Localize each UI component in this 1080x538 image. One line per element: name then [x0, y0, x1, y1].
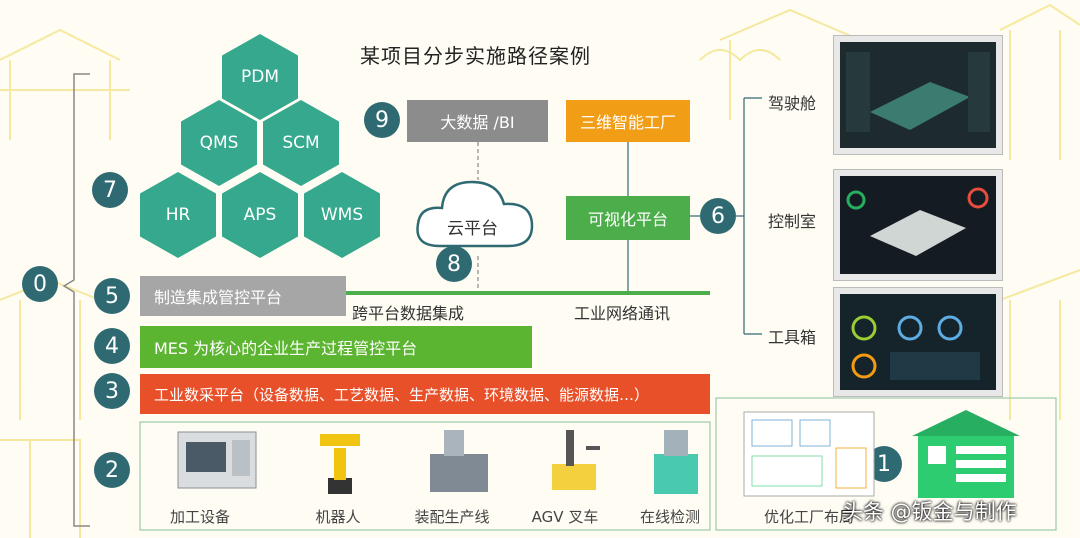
cloud-platform-label: 云平台 [447, 219, 498, 239]
step-9-badge: 9 [364, 102, 400, 138]
step-6-badge: 6 [700, 198, 736, 234]
step-3-badge: 3 [94, 373, 130, 409]
machining-equipment-image [177, 431, 257, 489]
cockpit-screen-image [840, 42, 996, 148]
step-5-badge: 5 [94, 278, 130, 314]
smart-factory-house-image [912, 410, 1020, 498]
toolbox-label: 工具箱 [768, 328, 817, 347]
bigdata-bi-box: 大数据 /BI [407, 100, 548, 142]
toolbox-screen [834, 288, 1002, 396]
toolbox-screen-image [840, 294, 996, 390]
robot-image [320, 434, 360, 494]
step-2-badge: 2 [94, 452, 130, 488]
cross-platform-label: 跨平台数据集成 [352, 304, 465, 323]
agv-forklift-image [552, 430, 600, 490]
data-collection-bar: 工业数采平台（设备数据、工艺数据、生产数据、环境数据、能源数据…） [140, 374, 710, 414]
step-4-badge: 4 [94, 328, 130, 364]
step-0-badge: 0 [22, 266, 58, 302]
left-bracket [62, 73, 90, 527]
cloud-shape [416, 180, 534, 248]
3d-factory-box: 三维智能工厂 [566, 100, 690, 142]
step-7-badge: 7 [92, 172, 128, 208]
hex-qms: QMS [181, 100, 257, 186]
equipment-label-robot: 机器人 [315, 508, 361, 526]
factory-layout-image [743, 411, 875, 497]
control-room-screen [834, 170, 1002, 280]
cockpit-label: 驾驶舱 [768, 94, 817, 113]
optimize-layout-label: 优化工厂布局 [764, 508, 855, 526]
control-room-screen-image [840, 176, 996, 274]
equipment-label-agv: AGV 叉车 [531, 508, 599, 526]
integration-platform-bar: 制造集成管控平台 [140, 276, 346, 316]
mes-platform-bar: MES 为核心的企业生产过程管控平台 [140, 326, 532, 368]
watermark: 头条 @钣金与制作 [842, 500, 1017, 524]
cockpit-screen [834, 36, 1002, 154]
visual-platform-box: 可视化平台 [566, 196, 690, 240]
control-room-label: 控制室 [768, 212, 817, 231]
equipment-label-assembly: 装配生产线 [414, 508, 490, 526]
page-title: 某项目分步实施路径案例 [360, 44, 591, 68]
step-8-badge: 8 [436, 246, 472, 282]
network-label: 工业网络通讯 [574, 304, 671, 323]
equipment-label-inspection: 在线检测 [639, 508, 700, 526]
online-inspection-image [654, 430, 698, 494]
assembly-line-image [430, 430, 488, 492]
equipment-label-machining: 加工设备 [169, 508, 230, 526]
